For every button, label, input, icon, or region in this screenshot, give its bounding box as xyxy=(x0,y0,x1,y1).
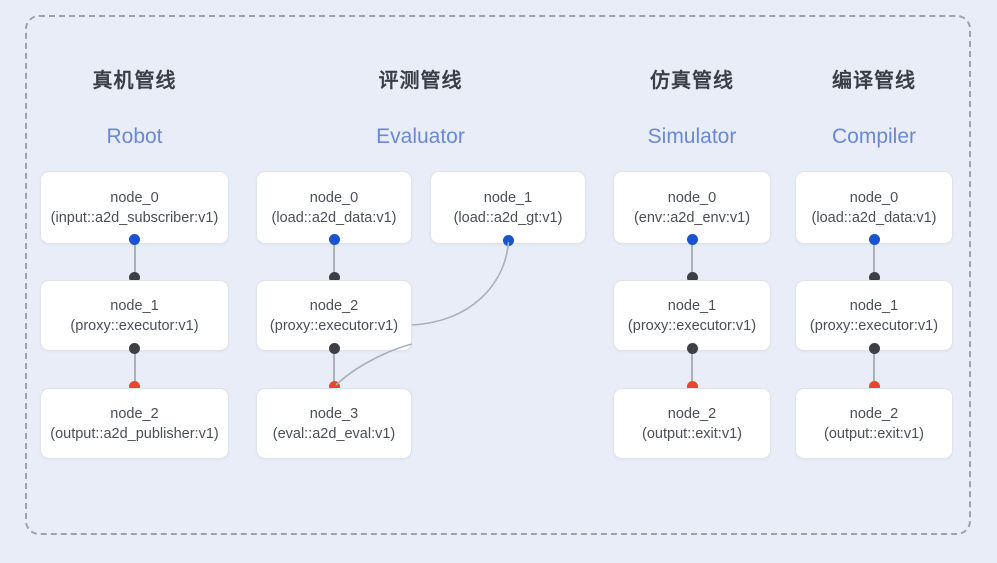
port-out-blue-simulator-0[interactable] xyxy=(686,234,698,245)
port-out-blue-evaluator-0[interactable] xyxy=(328,234,340,245)
node-name: node_0 xyxy=(309,189,359,206)
node-box-compiler-1[interactable]: node_1 (proxy::executor:v1) xyxy=(795,280,953,351)
node-box-simulator-2[interactable]: node_2 (output::exit:v1) xyxy=(613,388,771,459)
edge-compiler-1-2 xyxy=(873,349,875,389)
column-title-cn-evaluator: 评测管线 xyxy=(378,70,463,92)
column-title-cn-robot: 真机管线 xyxy=(92,70,177,92)
port-in-red-robot-2[interactable] xyxy=(129,381,140,392)
node-type: (output::exit:v1) xyxy=(642,425,742,442)
node-box-compiler-2[interactable]: node_2 (output::exit:v1) xyxy=(795,388,953,459)
node-name: node_1 xyxy=(667,297,717,314)
node-box-compiler-0[interactable]: node_0 (load::a2d_data:v1) xyxy=(795,171,953,244)
column-title-en-robot: Robot xyxy=(106,125,163,148)
edge-evaluator-2-3 xyxy=(333,349,335,389)
node-name: node_0 xyxy=(110,189,159,206)
edge-evaluator-0-2 xyxy=(333,241,335,281)
port-in-red-evaluator-3[interactable] xyxy=(328,381,340,392)
node-name: node_1 xyxy=(110,297,159,314)
node-type: (load::a2d_data:v1) xyxy=(811,209,937,226)
port-in-red-compiler-2[interactable] xyxy=(868,381,880,392)
node-box-robot-1[interactable]: node_1 (proxy::executor:v1) xyxy=(40,280,229,351)
node-box-simulator-1[interactable]: node_1 (proxy::executor:v1) xyxy=(613,280,771,351)
node-name: node_3 xyxy=(309,405,359,422)
node-type: (proxy::executor:v1) xyxy=(627,317,757,334)
node-box-evaluator-0[interactable]: node_0 (load::a2d_data:v1) xyxy=(256,171,412,244)
pipeline-group-frame xyxy=(25,15,971,535)
edge-robot-1-2 xyxy=(133,349,136,389)
node-type: (load::a2d_gt:v1) xyxy=(453,209,563,226)
node-name: node_1 xyxy=(849,297,899,314)
edge-simulator-1-2 xyxy=(691,349,693,389)
node-name: node_2 xyxy=(667,405,717,422)
node-name: node_2 xyxy=(110,405,159,422)
node-box-evaluator-2[interactable]: node_2 (proxy::executor:v1) xyxy=(256,280,412,351)
column-title-en-evaluator: Evaluator xyxy=(376,125,465,148)
node-name: node_0 xyxy=(849,189,899,206)
node-type: (input::a2d_subscriber:v1) xyxy=(50,209,219,226)
column-title-en-compiler: Compiler xyxy=(831,125,917,148)
node-name: node_0 xyxy=(667,189,717,206)
node-box-robot-2[interactable]: node_2 (output::a2d_publisher:v1) xyxy=(40,388,229,459)
node-type: (eval::a2d_eval:v1) xyxy=(272,425,396,442)
node-name: node_1 xyxy=(483,189,533,206)
node-type: (proxy::executor:v1) xyxy=(269,317,399,334)
port-out-dark-robot-1[interactable] xyxy=(129,343,140,354)
edge-simulator-0-1 xyxy=(691,241,693,281)
port-in-dark-compiler-1[interactable] xyxy=(868,272,880,283)
edge-compiler-0-1 xyxy=(873,241,875,281)
node-type: (output::exit:v1) xyxy=(824,425,924,442)
node-type: (output::a2d_publisher:v1) xyxy=(50,425,219,442)
node-box-simulator-0[interactable]: node_0 (env::a2d_env:v1) xyxy=(613,171,771,244)
port-in-dark-simulator-1[interactable] xyxy=(686,272,698,283)
node-type: (load::a2d_data:v1) xyxy=(271,209,397,226)
node-type: (env::a2d_env:v1) xyxy=(633,209,751,226)
port-out-blue-robot-0[interactable] xyxy=(129,234,140,245)
node-name: node_2 xyxy=(309,297,359,314)
port-in-dark-evaluator-2[interactable] xyxy=(328,272,340,283)
node-box-evaluator-gt[interactable]: node_1 (load::a2d_gt:v1) xyxy=(430,171,586,244)
port-out-dark-simulator-1[interactable] xyxy=(686,343,698,354)
port-in-dark-robot-1[interactable] xyxy=(129,272,140,283)
edge-robot-0-1 xyxy=(133,241,136,281)
node-type: (proxy::executor:v1) xyxy=(809,317,939,334)
port-out-blue-compiler-0[interactable] xyxy=(868,234,880,245)
node-name: node_2 xyxy=(849,405,899,422)
column-title-en-simulator: Simulator xyxy=(647,125,737,148)
port-out-blue-evaluator-gt[interactable] xyxy=(503,235,514,246)
column-title-cn-simulator: 仿真管线 xyxy=(650,70,734,92)
port-in-red-simulator-2[interactable] xyxy=(686,381,698,392)
port-out-dark-evaluator-2[interactable] xyxy=(328,343,340,354)
node-type: (proxy::executor:v1) xyxy=(70,317,199,334)
column-title-cn-compiler: 编译管线 xyxy=(832,70,916,92)
port-out-dark-compiler-1[interactable] xyxy=(868,343,880,354)
node-box-evaluator-3[interactable]: node_3 (eval::a2d_eval:v1) xyxy=(256,388,412,459)
